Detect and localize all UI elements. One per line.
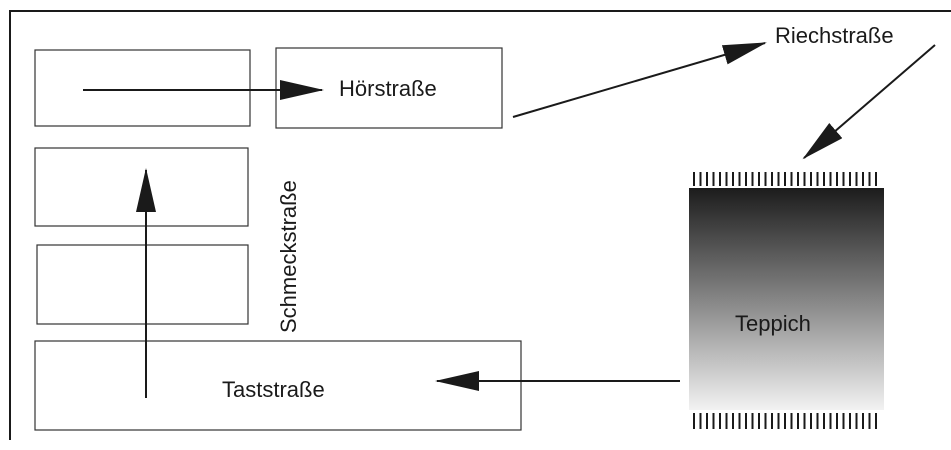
box-middle-left	[34, 147, 249, 227]
riechstrasse-label: Riechstraße	[775, 23, 894, 48]
carpet-fringe-bottom	[693, 413, 877, 429]
taststrasse-box	[34, 340, 522, 431]
arrow-riechstrasse-to-carpet	[802, 44, 936, 160]
arrow-hoerstrasse-to-riechstrasse	[512, 42, 767, 118]
hoerstrasse-box	[275, 47, 503, 129]
teppich-label: Teppich	[735, 311, 811, 336]
box-lower-left	[36, 244, 249, 325]
taststrasse-label: Taststraße	[222, 377, 325, 402]
carpet-body	[689, 188, 884, 410]
carpet: Teppich	[689, 172, 884, 429]
box-top-left	[34, 49, 251, 127]
hoerstrasse-label: Hörstraße	[339, 76, 437, 101]
schmeckstrasse-label: Schmeckstraße	[276, 180, 301, 333]
carpet-fringe-top	[693, 172, 877, 186]
outer-frame	[9, 10, 951, 440]
